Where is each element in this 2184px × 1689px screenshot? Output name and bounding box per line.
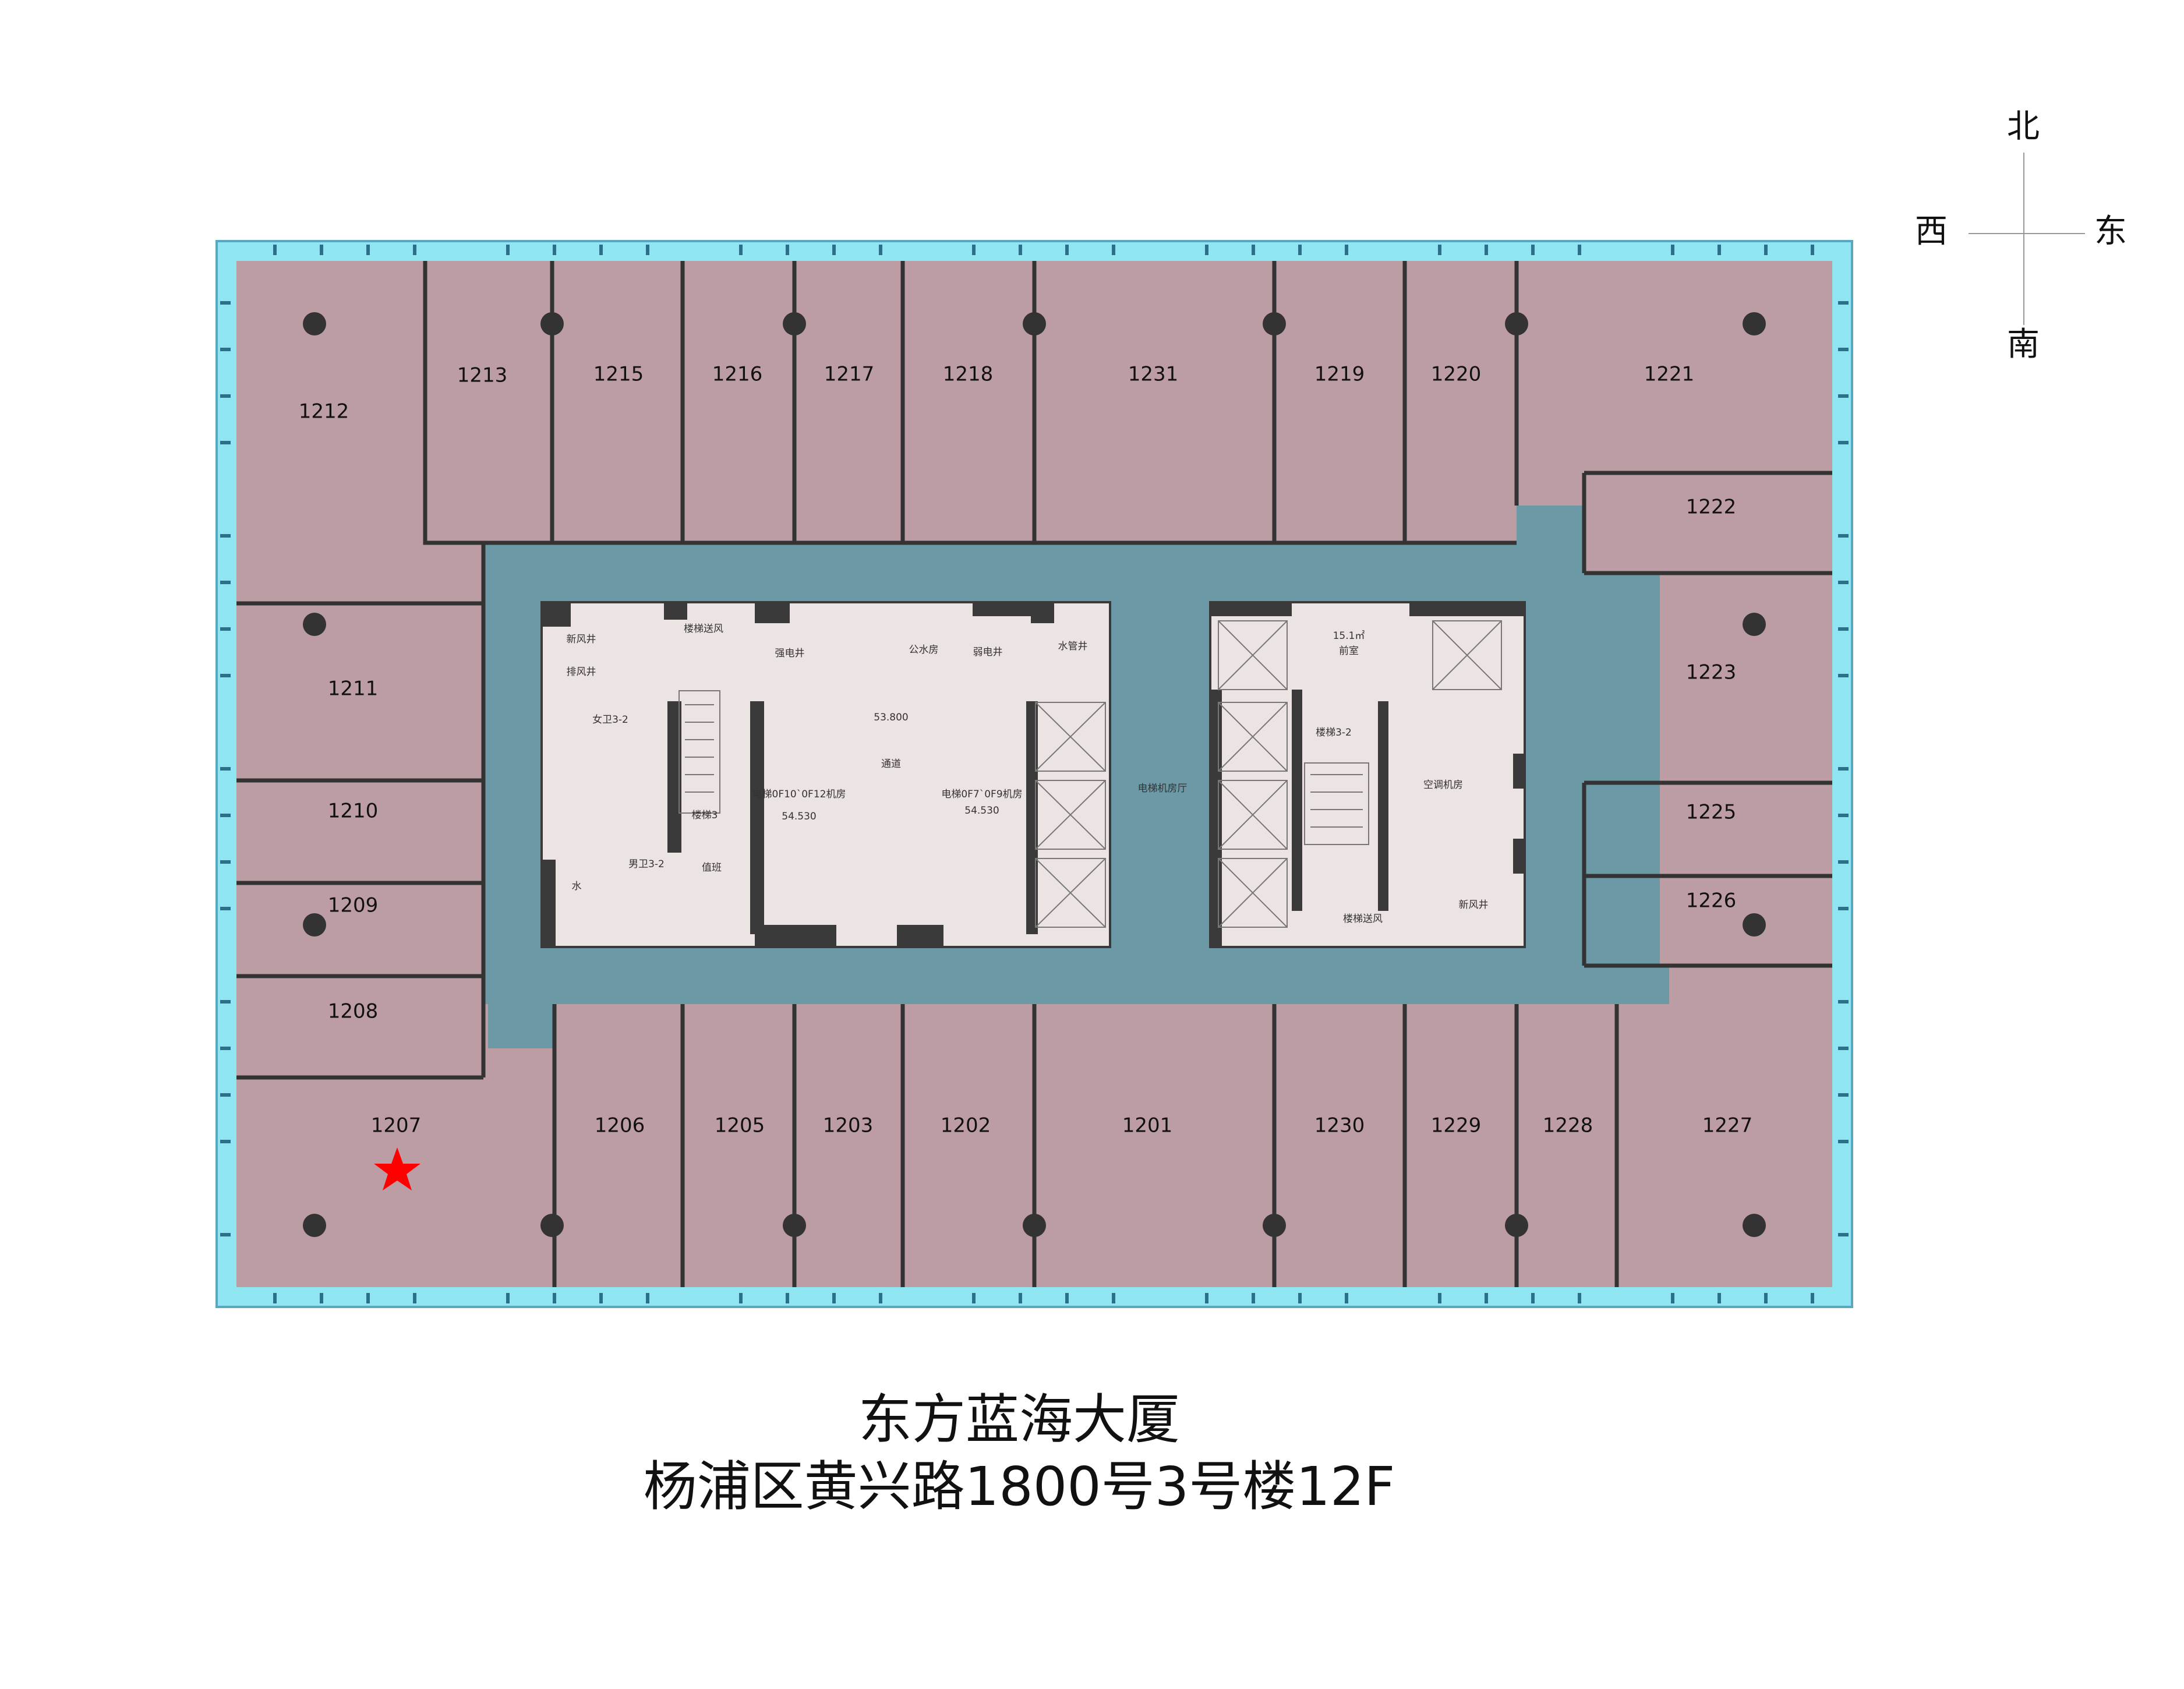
core-west: 新风井 排风井 女卫3-2 男卫3-2 楼梯3 值班 水 电梯0F10`0F12… — [540, 601, 1111, 948]
room-1230[interactable]: 1230 — [1314, 1114, 1365, 1137]
room-1228[interactable]: 1228 — [1543, 1114, 1593, 1137]
label-elevator-machine-left: 电梯0F10`0F12机房 — [752, 789, 846, 800]
room-1219[interactable]: 1219 — [1314, 363, 1365, 386]
title-block: 东方蓝海大厦 杨浦区黄兴路1800号3号楼12F — [582, 1386, 1456, 1520]
building-name: 东方蓝海大厦 — [858, 1388, 1180, 1451]
compass-cross — [1969, 233, 2085, 234]
label-smoke-fan: 楼梯送风 — [684, 623, 723, 635]
label-fresh-air: 新风井 — [1459, 899, 1489, 911]
room-labels: 1212 1213 1215 1216 1217 1218 1231 1219 … — [299, 363, 1753, 1137]
label-stair-3: 楼梯3 — [692, 810, 718, 821]
room-1225[interactable]: 1225 — [1686, 801, 1737, 824]
label-fresh-air-shaft: 新风井 — [567, 634, 596, 645]
room-1206[interactable]: 1206 — [595, 1114, 645, 1137]
room-1211[interactable]: 1211 — [328, 677, 379, 701]
room-1209[interactable]: 1209 — [328, 894, 379, 917]
room-1207[interactable]: 1207 — [371, 1114, 422, 1137]
room-1216[interactable]: 1216 — [712, 363, 763, 386]
compass-west: 西 — [1915, 213, 1948, 250]
label-lobby: 电梯机房厅 — [1138, 783, 1188, 794]
label-stair-fan: 楼梯送风 — [1343, 913, 1383, 925]
room-1231[interactable]: 1231 — [1128, 363, 1179, 386]
building-address: 杨浦区黄兴路1800号3号楼12F — [643, 1455, 1395, 1518]
room-1215[interactable]: 1215 — [593, 363, 644, 386]
label-female-wc: 女卫3-2 — [592, 714, 628, 726]
room-1218[interactable]: 1218 — [943, 363, 994, 386]
room-1210[interactable]: 1210 — [328, 800, 379, 823]
room-1203[interactable]: 1203 — [823, 1114, 874, 1137]
room-1205[interactable]: 1205 — [715, 1114, 765, 1137]
room-1221[interactable]: 1221 — [1644, 363, 1695, 386]
room-walls — [236, 261, 1832, 1287]
room-1227[interactable]: 1227 — [1702, 1114, 1753, 1137]
room-1217[interactable]: 1217 — [824, 363, 875, 386]
label-pump-room: 公水房 — [909, 644, 939, 656]
facade-mullions — [220, 245, 1849, 1303]
room-1220[interactable]: 1220 — [1431, 363, 1482, 386]
compass-east: 东 — [2094, 213, 2127, 250]
star-icon — [374, 1147, 420, 1190]
label-passage: 通道 — [881, 758, 901, 770]
room-1202[interactable]: 1202 — [941, 1114, 991, 1137]
room-1226[interactable]: 1226 — [1686, 889, 1737, 913]
room-1229[interactable]: 1229 — [1431, 1114, 1482, 1137]
structural-columns — [303, 312, 1766, 1237]
label-level-right: 54.530 — [964, 805, 999, 817]
label-weak-shaft: 弱电井 — [973, 646, 1003, 658]
label-lobby-area: 15.1㎡ — [1333, 630, 1365, 642]
compass-north: 北 — [2007, 108, 2040, 146]
label-elevator-machine-right: 电梯0F7`0F9机房 — [941, 789, 1022, 800]
room-1201[interactable]: 1201 — [1122, 1114, 1173, 1137]
label-duty-room: 值班 — [702, 862, 722, 874]
label-hvac-room: 空调机房 — [1423, 779, 1463, 791]
core-east: 15.1㎡ 前室 楼梯3-2 空调机房 楼梯送风 新风井 — [1209, 601, 1526, 948]
label-water-pipe: 水管井 — [1058, 641, 1088, 652]
room-1213[interactable]: 1213 — [457, 364, 508, 387]
room-1212[interactable]: 1212 — [299, 400, 349, 423]
compass-south: 南 — [2007, 326, 2040, 363]
room-1208[interactable]: 1208 — [328, 1000, 379, 1023]
label-level-left: 54.530 — [782, 811, 816, 822]
room-1223[interactable]: 1223 — [1686, 661, 1737, 684]
label-electric-shaft: 强电井 — [775, 648, 805, 659]
label-exhaust-shaft: 排风井 — [567, 666, 596, 678]
label-front-room: 前室 — [1339, 645, 1359, 657]
label-water: 水 — [572, 881, 582, 892]
room-1222[interactable]: 1222 — [1686, 496, 1737, 519]
compass-cross — [2023, 153, 2024, 325]
label-stair-3-2: 楼梯3-2 — [1316, 727, 1352, 739]
label-male-wc: 男卫3-2 — [628, 858, 665, 870]
label-level-top: 53.800 — [874, 712, 908, 723]
